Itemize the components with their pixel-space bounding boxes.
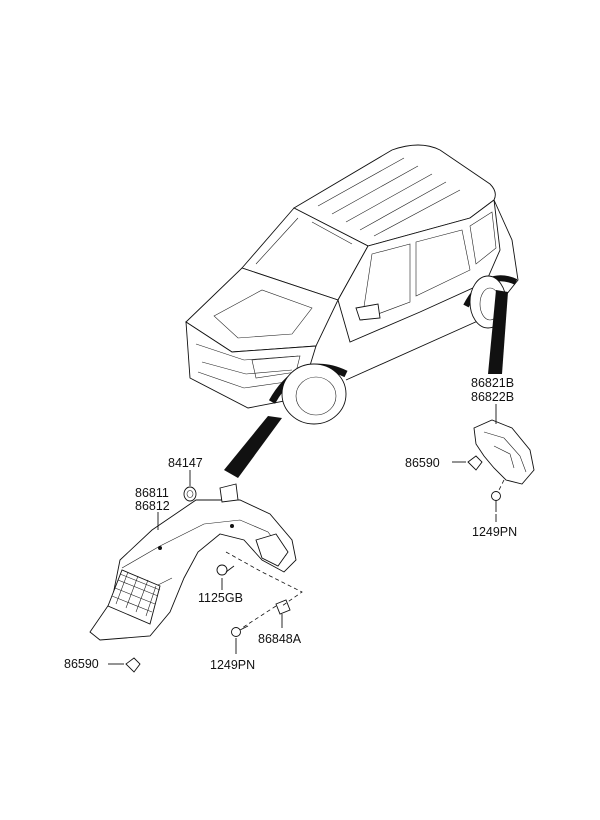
dashed-guide-1 (225, 551, 303, 607)
vehicle-illustration (185, 144, 519, 425)
rear-mud-guard (473, 419, 535, 485)
clip-86590-right (467, 455, 483, 471)
screw-1125GB (216, 564, 235, 576)
pointer-rear-arrow (488, 290, 508, 374)
label-86812: 86812 (135, 499, 170, 513)
clip-86848A (275, 599, 291, 615)
label-84147: 84147 (168, 456, 203, 470)
label-1125GB: 1125GB (198, 591, 243, 605)
label-86821B: 86821B (471, 376, 514, 390)
pointer-front-arrow (224, 416, 282, 478)
clip-86590-left (125, 657, 141, 673)
label-86848A: 86848A (258, 632, 302, 646)
label-1249PN-left: 1249PN (210, 658, 255, 672)
dashed-guide-3 (497, 479, 505, 493)
label-86811: 86811 (135, 486, 169, 500)
front-wheel-guard (89, 483, 297, 641)
dashed-guide-2 (241, 605, 277, 629)
clip-84147 (183, 486, 197, 502)
screw-1249PN-left (231, 625, 249, 637)
label-86590-right: 86590 (405, 456, 440, 470)
label-86822B: 86822B (471, 390, 514, 404)
label-1249PN-right: 1249PN (472, 525, 517, 539)
label-86590-left: 86590 (64, 657, 99, 671)
screw-1249PN-right (491, 491, 501, 512)
